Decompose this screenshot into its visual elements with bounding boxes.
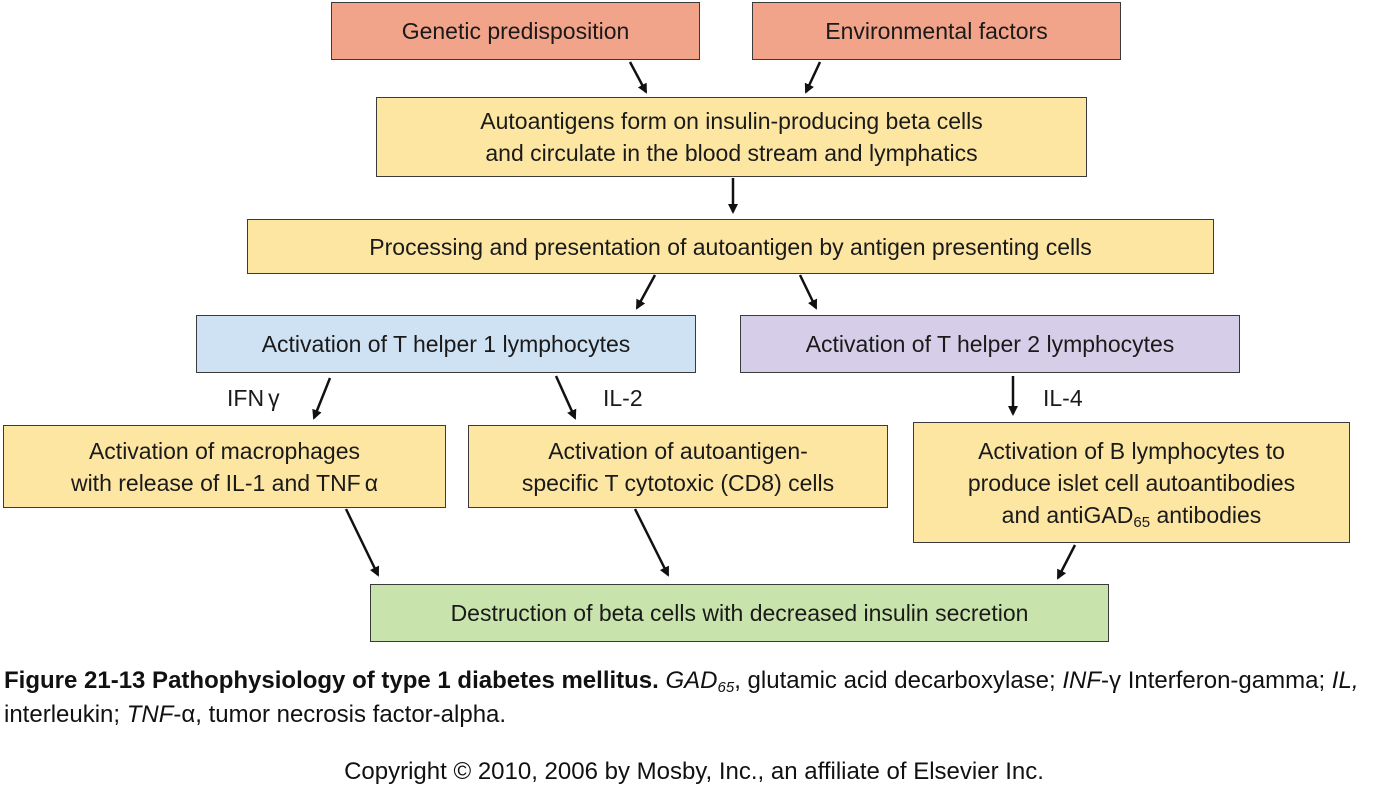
- arrow-th1-to-macrophages: [312, 377, 332, 420]
- caption-tnf: TNF: [126, 701, 174, 728]
- caption-inf-def: -γ Interferon-gamma;: [1101, 667, 1332, 694]
- b-lymphocyte-activation-box: Activation of B lymphocytes to produce i…: [913, 422, 1350, 543]
- copyright-notice: Copyright © 2010, 2006 by Mosby, Inc., a…: [344, 758, 1044, 785]
- arrow-processing-to-th2: [798, 274, 818, 310]
- caption-il: IL,: [1331, 667, 1359, 694]
- destruction-box: Destruction of beta cells with decreased…: [370, 584, 1109, 642]
- il4-label-text: IL-4: [1043, 385, 1083, 411]
- arrow-cd8-to-destruction: [633, 508, 670, 577]
- genetic-predisposition-text: Genetic predisposition: [401, 18, 630, 44]
- arrow-environmental-to-autoantigens: [804, 61, 822, 94]
- destruction-text: Destruction of beta cells with decreased…: [450, 600, 1029, 626]
- caption-title: Figure 21-13 Pathophysiology of type 1 d…: [4, 667, 659, 694]
- cd8-activation-text-line2: specific T cytotoxic (CD8) cells: [521, 469, 835, 496]
- arrow-processing-to-th1: [635, 274, 657, 310]
- th1-activation-box: Activation of T helper 1 lymphocytes: [196, 315, 696, 373]
- b-lymphocyte-text-line3-post: antibodies: [1150, 501, 1262, 528]
- caption-gad-def: , glutamic acid decarboxylase;: [734, 667, 1063, 694]
- ifn-label-text: IFN: [227, 385, 265, 411]
- cd8-activation-text-line1: Activation of autoantigen-: [548, 437, 808, 464]
- processing-presentation-text: Processing and presentation of autoantig…: [369, 233, 1092, 260]
- b-lymphocyte-text-line3-pre: and antiGAD: [1001, 501, 1134, 528]
- il2-label-text: IL-2: [603, 385, 643, 411]
- caption-inf: INF: [1062, 667, 1102, 694]
- caption-tnf-def: -α, tumor necrosis factor-alpha.: [173, 701, 507, 728]
- ifn-label-greek: γ: [268, 385, 280, 411]
- arrow-macrophages-to-destruction: [344, 508, 380, 577]
- figure-caption: Figure 21-13 Pathophysiology of type 1 d…: [4, 664, 1384, 732]
- autoantigens-text-line2: and circulate in the blood stream and ly…: [485, 140, 978, 166]
- macrophages-text-line2-main: with release of IL-1 and TNF: [70, 469, 361, 496]
- autoantigens-text-line1: Autoantigens form on insulin-producing b…: [480, 108, 983, 134]
- th1-activation-text: Activation of T helper 1 lymphocytes: [261, 331, 631, 357]
- il4-label: IL-4: [1043, 384, 1083, 412]
- b-lymphocyte-text-line1: Activation of B lymphocytes to: [978, 437, 1285, 464]
- b-lymphocyte-text-line3: and antiGAD65 antibodies: [1002, 499, 1262, 531]
- macrophages-box: Activation of macrophages with release o…: [3, 425, 446, 508]
- b-lymphocyte-text-line2: produce islet cell autoantibodies: [967, 469, 1296, 496]
- arrow-th1-to-cd8: [554, 375, 577, 420]
- th2-activation-box: Activation of T helper 2 lymphocytes: [740, 315, 1240, 373]
- th2-activation-text: Activation of T helper 2 lymphocytes: [805, 331, 1175, 357]
- environmental-factors-text: Environmental factors: [825, 18, 1048, 44]
- b-lymphocyte-text-line3-sub: 65: [1133, 513, 1151, 531]
- arrow-genetic-to-autoantigens: [628, 61, 648, 94]
- caption-gad-sub: 65: [717, 679, 735, 696]
- macrophages-text-line2-greek: α: [364, 469, 379, 496]
- environmental-factors-box: Environmental factors: [752, 2, 1121, 60]
- macrophages-text-line1: Activation of macrophages: [88, 437, 361, 464]
- genetic-predisposition-box: Genetic predisposition: [331, 2, 700, 60]
- arrow-blymph-to-destruction: [1056, 544, 1077, 580]
- il2-label: IL-2: [603, 384, 643, 412]
- caption-il-def: interleukin;: [4, 667, 1366, 728]
- processing-presentation-box: Processing and presentation of autoantig…: [247, 219, 1214, 274]
- autoantigens-box: Autoantigens form on insulin-producing b…: [376, 97, 1087, 177]
- caption-gad: GAD: [665, 667, 718, 694]
- cd8-activation-box: Activation of autoantigen- specific T cy…: [468, 425, 888, 508]
